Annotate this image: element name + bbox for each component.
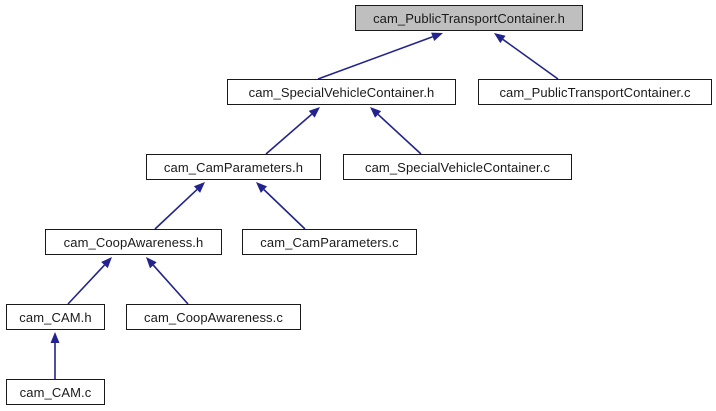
- graph-edge: [265, 113, 313, 155]
- node-label: cam_CoopAwareness.h: [63, 234, 204, 250]
- graph-edge-arrowhead: [101, 257, 112, 269]
- graph-edge-arrowhead: [308, 107, 320, 118]
- graph-edge: [152, 264, 189, 305]
- graph-node-cam-coopawareness-h[interactable]: cam_CoopAwareness.h: [45, 229, 222, 255]
- graph-edge-arrowhead: [193, 182, 205, 193]
- graph-node-cam-camparameters-c[interactable]: cam_CamParameters.c: [242, 229, 417, 255]
- graph-edge: [377, 113, 422, 155]
- node-label: cam_PublicTransportContainer.h: [373, 10, 565, 26]
- node-label: cam_CamParameters.h: [163, 159, 304, 175]
- graph-edge-arrowhead: [146, 257, 157, 269]
- node-label: cam_PublicTransportContainer.c: [499, 84, 691, 100]
- node-label: cam_CoopAwareness.c: [144, 309, 283, 325]
- node-label: cam_CAM.h: [19, 309, 92, 325]
- graph-node-cam-publictransportcontainer-c[interactable]: cam_PublicTransportContainer.c: [478, 79, 712, 105]
- graph-node-cam-publictransportcontainer-h[interactable]: cam_PublicTransportContainer.h: [355, 5, 583, 31]
- graph-node-cam-cam-c[interactable]: cam_CAM.c: [6, 379, 105, 405]
- graph-edge: [67, 264, 106, 305]
- node-label: cam_SpecialVehicleContainer.c: [364, 159, 550, 175]
- graph-edge-arrowhead: [256, 182, 268, 193]
- graph-node-cam-camparameters-h[interactable]: cam_CamParameters.h: [146, 154, 321, 180]
- node-label: cam_SpecialVehicleContainer.h: [248, 84, 435, 100]
- graph-edge-arrowhead: [50, 332, 60, 343]
- graph-edge: [263, 189, 306, 230]
- graph-node-cam-specialvehiclecontainer-h[interactable]: cam_SpecialVehicleContainer.h: [227, 79, 456, 105]
- graph-edge: [502, 38, 559, 80]
- graph-node-cam-cam-h[interactable]: cam_CAM.h: [6, 304, 105, 330]
- graph-node-cam-specialvehiclecontainer-c[interactable]: cam_SpecialVehicleContainer.c: [343, 154, 572, 180]
- node-label: cam_CAM.c: [19, 384, 92, 400]
- node-label: cam_CamParameters.c: [260, 234, 399, 250]
- graph-edge-arrowhead: [431, 32, 443, 42]
- graph-node-cam-coopawareness-c[interactable]: cam_CoopAwareness.c: [126, 304, 301, 330]
- graph-edge: [317, 36, 433, 80]
- graph-edge-arrowhead: [494, 33, 506, 44]
- graph-edge: [154, 188, 198, 230]
- graph-edge-arrowhead: [370, 107, 382, 118]
